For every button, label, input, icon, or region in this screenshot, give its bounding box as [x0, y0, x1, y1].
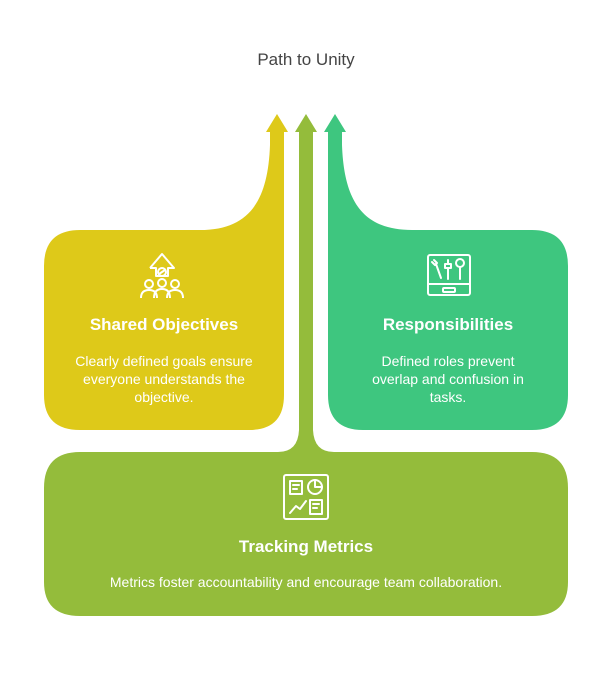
tracking-metrics-title: Tracking Metrics [238, 537, 374, 556]
shared-objectives-shape [44, 132, 284, 430]
responsibilities-title: Responsibilities [382, 315, 514, 334]
responsibilities-description: Defined roles prevent overlap and confus… [372, 353, 524, 405]
tracking-metrics-description: Metrics foster accountability and encour… [109, 574, 503, 590]
team-growth-icon [140, 253, 184, 299]
tracking-metrics-arrowhead [295, 114, 317, 132]
responsibilities-shape [328, 132, 568, 430]
dashboard-icon [283, 474, 329, 520]
toolbox-icon [427, 254, 471, 296]
shared-objectives-arrowhead [266, 114, 288, 132]
diagram-title: Path to Unity [257, 50, 355, 69]
tracking-metrics-shape [44, 132, 568, 616]
responsibilities-arrowhead [324, 114, 346, 132]
shared-objectives-description: Clearly defined goals ensure everyone un… [75, 353, 253, 405]
shared-objectives-title: Shared Objectives [89, 315, 239, 334]
